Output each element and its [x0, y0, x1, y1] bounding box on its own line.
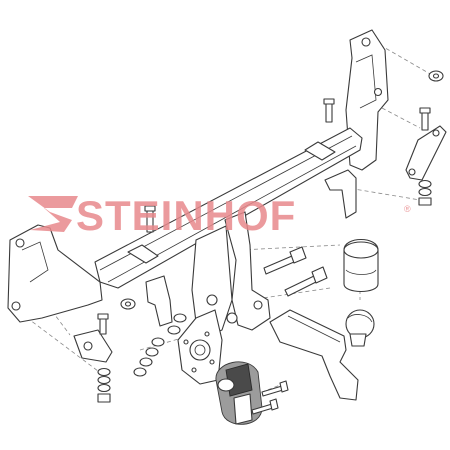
- right-strap-bracket: [405, 125, 447, 181]
- socket-mounting-plate: [177, 309, 223, 385]
- small-l-bracket-right: [324, 169, 357, 219]
- crossbar-beam: [94, 127, 363, 289]
- watermark-registered-mark: ®: [404, 204, 411, 214]
- right-nut-stack: [418, 179, 432, 206]
- center-nut-stack: [133, 313, 187, 377]
- left-small-bracket: [120, 275, 173, 327]
- tow-ball-cover: [343, 238, 379, 293]
- tow-arm: [269, 309, 375, 401]
- steinhof-watermark: STEINHOF ®: [28, 192, 411, 239]
- electrical-socket: [215, 361, 263, 425]
- left-mounting-bracket: [7, 224, 103, 323]
- left-hanger-strap: [73, 313, 113, 363]
- watermark-brand-text: STEINHOF: [76, 192, 296, 239]
- left-nut-stack: [97, 367, 111, 403]
- long-bolts: [263, 246, 328, 297]
- washer-top-right: [428, 70, 444, 82]
- watermark-swoosh-icon: [28, 196, 78, 232]
- socket-screws: [251, 380, 289, 415]
- upper-bolt-set: [144, 98, 431, 233]
- center-hanger-plates: [191, 211, 271, 336]
